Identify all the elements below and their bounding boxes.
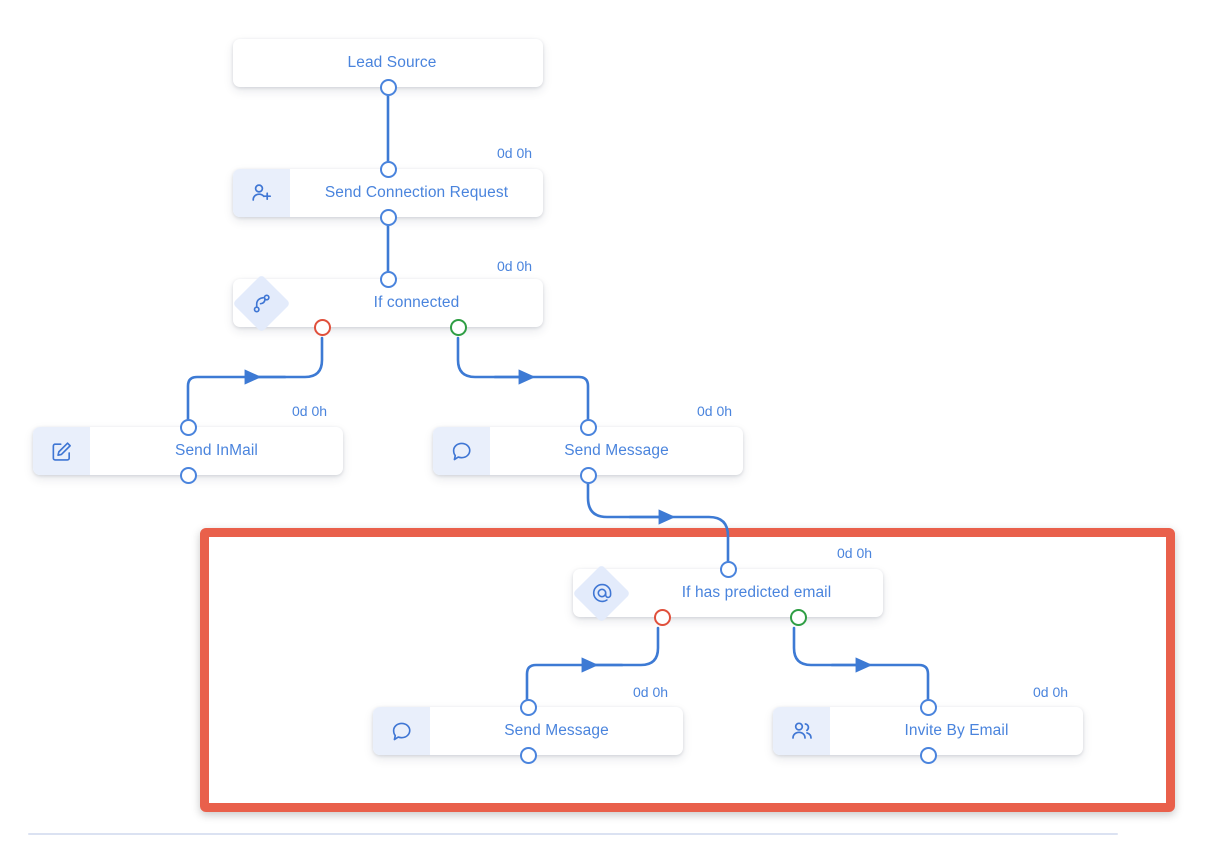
node-label: Invite By Email [904,722,1009,739]
node-label: If connected [373,294,460,311]
delay-label-send-message-1: 0d 0h [697,403,733,419]
port-output-true-if-has-predicted-email[interactable] [789,608,807,626]
node-label: Send InMail [175,442,258,459]
bottom-divider [28,833,1118,835]
port-output-send-inmail[interactable] [179,466,197,484]
port-output-false-if-connected[interactable] [313,318,331,336]
port-output-send-message-1[interactable] [579,466,597,484]
chat-bubble-icon [433,427,490,475]
port-input-send-connection-request[interactable] [379,160,397,178]
node-label: Send Connection Request [324,184,509,201]
node-send-connection-request[interactable]: Send Connection Request [233,169,543,217]
port-input-if-connected[interactable] [379,270,397,288]
port-output-false-if-has-predicted-email[interactable] [653,608,671,626]
port-output-send-connection-request[interactable] [379,208,397,226]
port-output-send-message-2[interactable] [519,746,537,764]
compose-icon [33,427,90,475]
port-input-invite-by-email[interactable] [919,698,937,716]
delay-label-invite-by-email: 0d 0h [1033,684,1069,700]
node-label: If has predicted email [681,584,832,601]
delay-label-send-inmail: 0d 0h [292,403,328,419]
port-input-send-message-2[interactable] [519,698,537,716]
port-input-send-message-1[interactable] [579,418,597,436]
port-output-lead-source[interactable] [379,78,397,96]
delay-label-if-connected: 0d 0h [497,258,533,274]
port-output-true-if-connected[interactable] [449,318,467,336]
delay-label-if-has-predicted-email: 0d 0h [837,545,873,561]
chat-bubble-icon [373,707,430,755]
node-label: Send Message [504,722,609,739]
node-lead-source[interactable]: Lead Source [233,39,543,87]
port-input-if-has-predicted-email[interactable] [719,560,737,578]
delay-label-send-connection-request: 0d 0h [497,145,533,161]
delay-label-send-message-2: 0d 0h [633,684,669,700]
users-icon [773,707,830,755]
node-label: Send Message [564,442,669,459]
edge-if-connected-true-to-send-message [456,336,590,421]
at-icon [573,569,630,617]
node-label: Lead Source [347,54,437,71]
branch-icon [233,279,290,327]
port-input-send-inmail[interactable] [179,418,197,436]
person-add-icon [233,169,290,217]
port-output-invite-by-email[interactable] [919,746,937,764]
